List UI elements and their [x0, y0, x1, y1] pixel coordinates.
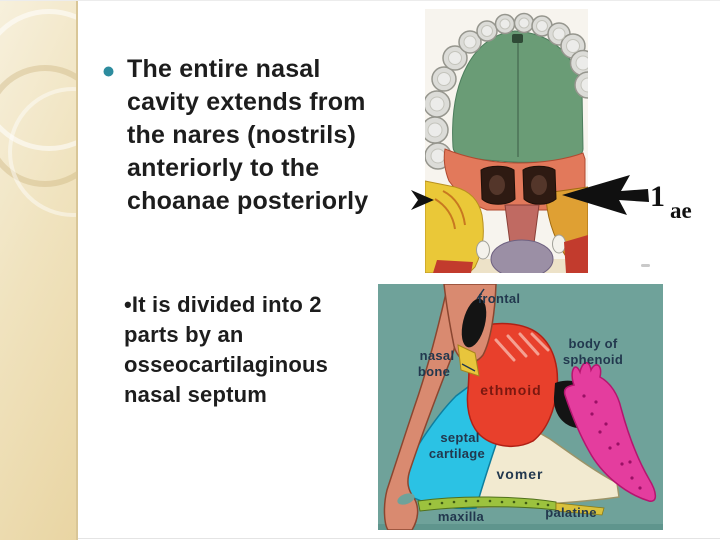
photo-artifact-mark — [641, 264, 650, 267]
annotation-arrow-icon — [562, 175, 649, 215]
diagram-bottom-edge — [378, 524, 663, 530]
teeth-highlights — [427, 17, 588, 164]
label-vomer: vomer — [496, 466, 543, 482]
pterygoid-streaks — [434, 190, 466, 230]
choana-inner-shadow — [531, 175, 547, 195]
label-maxilla: maxilla — [438, 509, 485, 524]
slide-sidebar-decoration — [0, 1, 78, 540]
hamulus-spot — [476, 240, 490, 260]
annotation-suffix: ae — [670, 198, 692, 223]
ethmoid-region — [466, 322, 559, 448]
nose-profile-band — [383, 284, 466, 530]
nasal-bone-pointer-line — [461, 363, 476, 372]
basiocciput-region — [490, 239, 554, 273]
label-ethmoid: ethmoid — [480, 382, 541, 398]
frontal-pointer-line — [476, 288, 485, 300]
red-patch-left — [433, 260, 473, 273]
bullet-item-main: The entire nasal cavity extends from the… — [103, 53, 433, 218]
label-palatine: palatine — [545, 505, 597, 520]
palate-photo — [425, 9, 588, 273]
annotation-number: 1 — [650, 180, 665, 213]
sphenoid-trabeculae — [582, 394, 642, 490]
bullet-text-secondary: •It is divided into 2 parts by an osseoc… — [124, 292, 329, 407]
label-nasal-bone-1: nasal — [420, 348, 455, 363]
label-nasal-bone-2: bone — [418, 364, 450, 379]
label-septal-cartilage-1: septal — [440, 430, 479, 445]
frontal-sinus — [461, 298, 487, 348]
nasal-bone-region — [457, 344, 480, 377]
left-pointer-arrow-icon — [411, 190, 434, 210]
crest-dots — [428, 499, 550, 507]
ethmoid-streaks — [494, 332, 550, 362]
label-frontal: frontal — [478, 291, 521, 306]
label-body-of-sphenoid-2: sphenoid — [563, 352, 623, 367]
red-patch-right — [564, 235, 588, 273]
palatine-crest-strip — [555, 502, 605, 516]
bullet-text-main: The entire nasal cavity extends from the… — [127, 55, 369, 215]
choana-inner-shadow — [489, 175, 505, 195]
hamulus-spot — [552, 234, 566, 254]
sphenoid-region — [563, 361, 657, 502]
nose-tip-notch — [397, 493, 415, 505]
incisive-fossa — [512, 34, 523, 43]
septum-diagram: frontal nasal bone body of sphenoid ethm… — [378, 284, 663, 530]
label-septal-cartilage-2: cartilage — [429, 446, 485, 461]
bullet-icon — [103, 66, 114, 77]
label-body-of-sphenoid-1: body of — [568, 336, 617, 351]
